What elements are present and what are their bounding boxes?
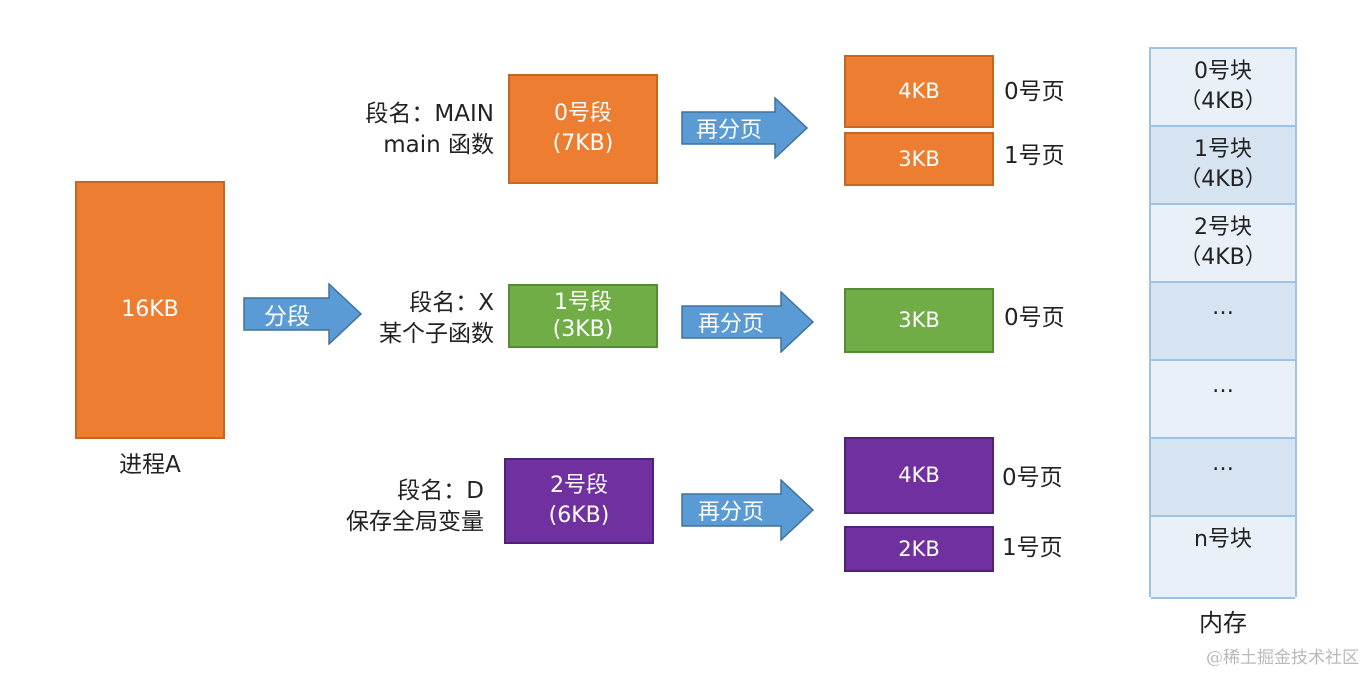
page-size: 3KB: [898, 308, 940, 333]
memory-block-label: n号块: [1194, 527, 1252, 552]
memory-label: 内存: [1199, 609, 1247, 637]
memory-block-5: …: [1151, 439, 1295, 517]
process-size: 16KB: [121, 297, 179, 323]
segment-name-line1: 段名：MAIN: [365, 101, 494, 127]
paging-arrow-2: 再分页: [681, 479, 815, 541]
arrow-right-icon: [681, 291, 815, 353]
segment-name-line1: 段名：X: [409, 290, 494, 316]
process-box: 16KB: [75, 181, 225, 439]
page-label-0-0: 0号页: [1004, 79, 1065, 105]
page-label-1-0: 0号页: [1004, 305, 1065, 331]
segment-name-x: 段名：X 某个子函数: [300, 288, 494, 350]
memory-block-label: 2号块: [1194, 215, 1252, 240]
segment-size: (7KB): [552, 131, 614, 156]
memory-block-4: …: [1151, 361, 1295, 439]
page-box-2-1: 2KB: [844, 526, 994, 572]
segment-name-line2: 某个子函数: [379, 321, 494, 347]
segment-name-main: 段名：MAIN main 函数: [300, 99, 494, 161]
paging-arrow-label: 再分页: [697, 312, 764, 337]
page-size: 3KB: [898, 146, 940, 171]
memory-block-0: 0号块 （4KB）: [1151, 49, 1295, 127]
segment-arrow: 分段: [243, 283, 363, 345]
memory-column: 0号块 （4KB） 1号块 （4KB） 2号块 （4KB） … … … n号块: [1149, 47, 1297, 599]
page-label-0-1: 1号页: [1004, 143, 1065, 169]
paging-arrow-label: 再分页: [695, 118, 762, 143]
memory-block-1: 1号块 （4KB）: [1151, 127, 1295, 205]
memory-block-size: （4KB）: [1179, 167, 1267, 192]
paging-arrow-0: 再分页: [681, 97, 809, 159]
segment-box-1: 1号段 (3KB): [508, 284, 658, 348]
page-label-2-1: 1号页: [1002, 535, 1063, 561]
segment-name-line2: 保存全局变量: [346, 509, 484, 535]
page-size: 2KB: [898, 536, 940, 561]
segment-box-2: 2号段 (6KB): [504, 458, 654, 544]
segment-name-line2: main 函数: [383, 132, 494, 158]
memory-block-label: …: [1212, 451, 1234, 476]
page-box-2-0: 4KB: [844, 437, 994, 514]
segment-name-line1: 段名：D: [397, 478, 484, 504]
page-box-0-1: 3KB: [844, 132, 994, 186]
segment-title: 0号段: [554, 101, 612, 127]
memory-block-3: …: [1151, 283, 1295, 361]
memory-block-label: 0号块: [1194, 59, 1252, 84]
memory-block-label: …: [1212, 373, 1234, 398]
page-box-1-0: 3KB: [844, 288, 994, 353]
memory-block-size: （4KB）: [1179, 245, 1267, 270]
paging-arrow-1: 再分页: [681, 291, 815, 353]
segment-arrow-label: 分段: [264, 304, 310, 330]
page-size: 4KB: [898, 79, 940, 104]
segment-size: (6KB): [548, 503, 610, 528]
page-label-2-0: 0号页: [1002, 465, 1063, 491]
page-box-0-0: 4KB: [844, 55, 994, 128]
segment-title: 1号段: [554, 289, 612, 315]
memory-block-6: n号块: [1151, 517, 1295, 599]
segment-name-d: 段名：D 保存全局变量: [290, 476, 484, 538]
segment-title: 2号段: [550, 473, 608, 499]
arrow-right-icon: [681, 97, 809, 159]
memory-block-size: （4KB）: [1179, 89, 1267, 114]
process-label: 进程A: [119, 452, 181, 478]
paging-arrow-label: 再分页: [697, 500, 764, 525]
segment-size: (3KB): [552, 317, 614, 342]
memory-block-label: 1号块: [1194, 137, 1252, 162]
page-size: 4KB: [898, 463, 940, 488]
segment-box-0: 0号段 (7KB): [508, 74, 658, 184]
arrow-right-icon: [681, 479, 815, 541]
watermark: @稀土掘金技术社区: [1206, 648, 1359, 668]
memory-block-2: 2号块 （4KB）: [1151, 205, 1295, 283]
memory-block-label: …: [1212, 295, 1234, 320]
arrow-right-icon: [243, 283, 363, 345]
